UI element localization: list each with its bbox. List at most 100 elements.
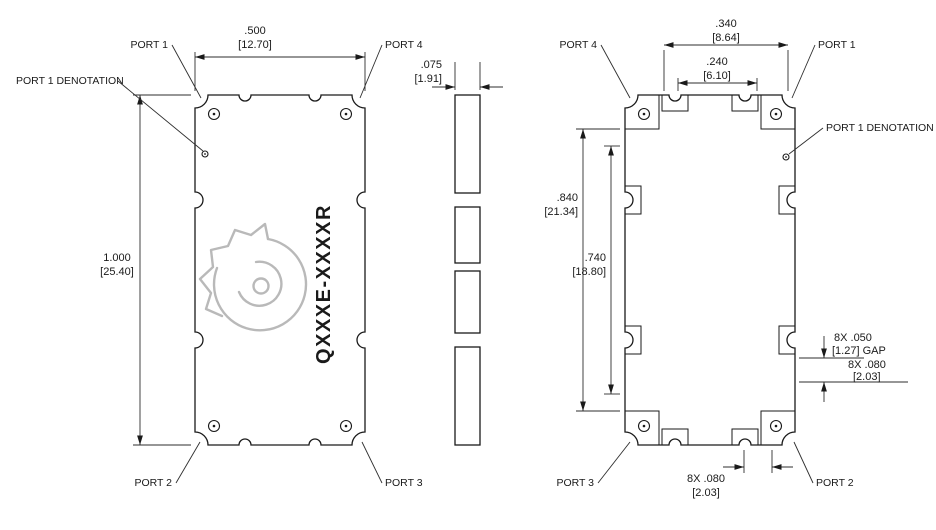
port2-label: PORT 2	[134, 477, 172, 489]
dim-pad-height-outer-in: .840	[557, 192, 578, 204]
port1-pad-marker	[769, 107, 783, 121]
dim-width-mm: [12.70]	[238, 39, 272, 51]
dim-gap-l1: 8X .050	[834, 332, 872, 344]
logo-eye	[252, 277, 270, 295]
port1-denotation-dot	[785, 156, 787, 158]
side-segment	[454, 346, 481, 446]
castellation-pad-outline	[778, 185, 795, 215]
castellation-pad-outline	[731, 95, 759, 112]
port2-pad-dot	[774, 424, 778, 428]
port1-denotation-mark	[201, 150, 209, 158]
dim-width-in: .500	[244, 25, 265, 37]
port3-label: PORT 3	[385, 477, 423, 489]
port2-label: PORT 2	[816, 477, 854, 489]
port3-pad-dot	[642, 424, 646, 428]
dim-thickness-mm: [1.91]	[414, 73, 442, 85]
port2-leader	[175, 441, 201, 484]
castellation-pad-outline	[625, 325, 642, 355]
dim-height-in: 1.000	[103, 252, 131, 264]
top-view-labels: PORT 1 PORT 4 PORT 1 DENOTATION PORT 2 P…	[16, 39, 423, 489]
bottom-view-labels: PORT 4 PORT 1 PORT 1 DENOTATION PORT 3 P…	[556, 39, 933, 489]
port4-label: PORT 4	[559, 39, 597, 51]
port1-pad-marker	[207, 107, 221, 121]
dim-height-mm: [25.40]	[100, 266, 134, 278]
side-view: .075 [1.91]	[414, 59, 503, 446]
port4-pad-dot	[642, 112, 646, 116]
port3-label: PORT 3	[556, 477, 594, 489]
dim-pad-span-outer: .340 [8.64]	[663, 18, 789, 91]
port1-label: PORT 1	[818, 39, 856, 51]
castellation-pad-outline	[731, 428, 759, 445]
dim-side-pad-l2: [2.03]	[853, 371, 881, 383]
corner-pad-outline	[760, 95, 795, 130]
dim-pad-span-outer-in: .340	[715, 18, 736, 30]
side-segment	[454, 270, 481, 334]
dim-pad-height-inner: .740 [18.80]	[572, 145, 620, 395]
port1-label: PORT 1	[130, 39, 168, 51]
package-outline	[194, 94, 366, 446]
corner-pad-outline	[625, 95, 660, 130]
corner-pad-outline	[760, 410, 795, 445]
port3-leader	[361, 441, 383, 484]
castellation-pads	[625, 95, 795, 445]
port3-pad-marker	[339, 419, 353, 433]
top-view: QXXXE-XXXXR .500 [12.70] 1.000 [25.40] P…	[16, 25, 423, 489]
port1-leader	[171, 44, 202, 99]
dim-gap-and-side-pad: 8X .050 [1.27] GAP 8X .080 [2.03]	[799, 332, 908, 402]
port2-leader	[793, 441, 814, 484]
logo-flame-crest	[198, 222, 270, 318]
corner-pads	[625, 95, 795, 445]
port1-denotation-label: PORT 1 DENOTATION	[16, 75, 124, 87]
dim-gap-l2: [1.27] GAP	[832, 345, 886, 357]
dim-pad-span-inner: .240 [6.10]	[677, 56, 758, 91]
port1-denotation-leader	[788, 127, 824, 155]
port1-leader	[791, 44, 816, 99]
dim-pad-height-inner-mm: [18.80]	[572, 266, 606, 278]
castellation-pad-outline	[661, 95, 689, 112]
package-outline	[624, 94, 796, 446]
side-segment	[454, 206, 481, 264]
castellation-pad-outline	[625, 185, 642, 215]
port-pad-markers	[637, 107, 783, 433]
port-pad-markers	[207, 107, 353, 433]
dim-bottom-pad-l2: [2.03]	[692, 487, 720, 499]
dim-pad-span-inner-mm: [6.10]	[703, 70, 731, 82]
dim-top-width: .500 [12.70]	[194, 25, 366, 91]
bottom-view: .340 [8.64] .240 [6.10] .840 [21.34] .74…	[544, 18, 933, 499]
dim-pad-height-outer: .840 [21.34]	[544, 128, 620, 412]
part-number: QXXXE-XXXXR	[313, 204, 335, 364]
port4-pad-marker	[637, 107, 651, 121]
brand-logo	[198, 222, 308, 332]
castellation-pad-outline	[778, 325, 795, 355]
port3-pad-marker	[637, 419, 651, 433]
dim-left-height: 1.000 [25.40]	[100, 94, 191, 446]
port4-leader	[600, 44, 631, 99]
dim-pad-height-inner-in: .740	[585, 252, 606, 264]
port1-pad-dot	[774, 112, 778, 116]
dim-pad-height-outer-mm: [21.34]	[544, 206, 578, 218]
port4-label: PORT 4	[385, 39, 423, 51]
logo-outer-swirl	[212, 237, 308, 332]
port4-leader	[359, 44, 383, 99]
port4-pad-dot	[344, 112, 348, 116]
side-segment	[454, 94, 481, 194]
port1-denotation-label: PORT 1 DENOTATION	[826, 122, 934, 134]
logo-inner-swirl	[237, 260, 283, 307]
port2-pad-marker	[207, 419, 221, 433]
port3-pad-dot	[344, 424, 348, 428]
dim-thickness-in: .075	[421, 59, 442, 71]
corner-pad-outline	[625, 410, 660, 445]
dim-side-pad-l1: 8X .080	[848, 359, 886, 371]
dim-bottom-pad: 8X .080 [2.03]	[687, 450, 793, 499]
dim-pad-span-outer-mm: [8.64]	[712, 32, 740, 44]
port4-pad-marker	[339, 107, 353, 121]
port1-denotation-mark	[782, 153, 790, 161]
port2-pad-marker	[769, 419, 783, 433]
port3-leader	[597, 441, 631, 484]
dim-thickness: .075 [1.91]	[414, 59, 503, 90]
castellation-pad-outline	[661, 428, 689, 445]
dim-bottom-pad-l1: 8X .080	[687, 473, 725, 485]
port1-denotation-dot	[204, 153, 206, 155]
